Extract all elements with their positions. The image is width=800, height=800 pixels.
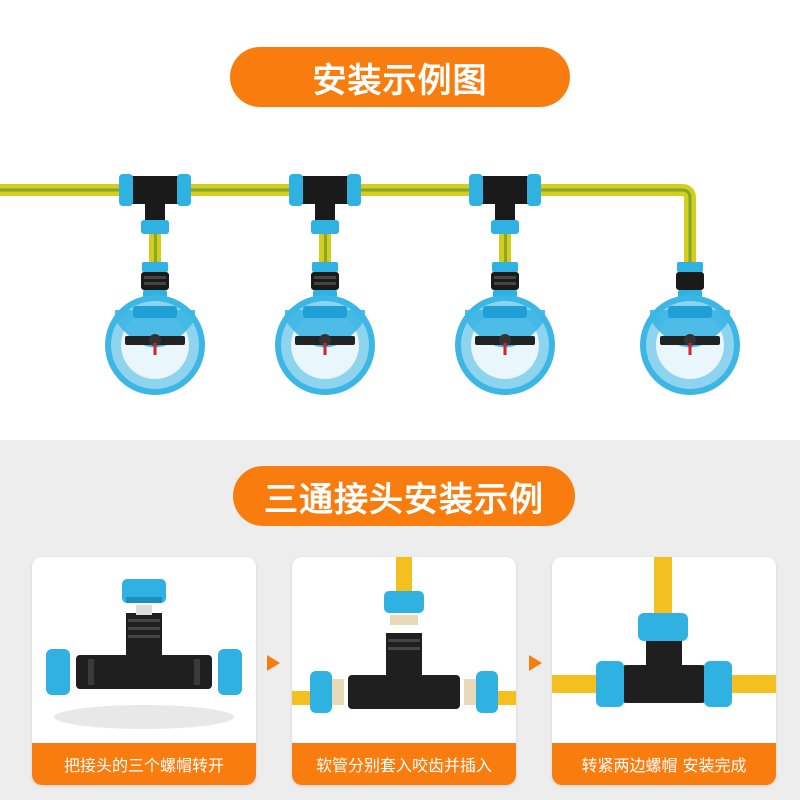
step-panel-2: 软管分别套入咬齿并插入 (292, 557, 516, 785)
step-panel-3: 转紧两边螺帽 安装完成 (552, 557, 776, 785)
tee-section-title-banner: 三通接头安装示例 (233, 466, 575, 526)
step-panel-1: 把接头的三个螺帽转开 (32, 557, 256, 785)
step-arrow-2 (529, 655, 542, 671)
step-caption-2: 软管分别套入咬齿并插入 (292, 743, 516, 785)
installation-title: 安装示例图 (312, 60, 488, 101)
installation-title-banner: 安装示例图 (230, 47, 570, 107)
tee-disassembled-image (46, 579, 242, 729)
tee-section-title: 三通接头安装示例 (264, 479, 544, 520)
sprinkler-installation-diagram (0, 174, 740, 395)
step-arrow-1 (267, 655, 280, 671)
step-caption-3: 转紧两边螺帽 安装完成 (552, 743, 776, 785)
tee-assembled-image (552, 557, 776, 707)
step-caption-1: 把接头的三个螺帽转开 (32, 743, 256, 785)
tee-hose-inserting-image (292, 557, 516, 713)
